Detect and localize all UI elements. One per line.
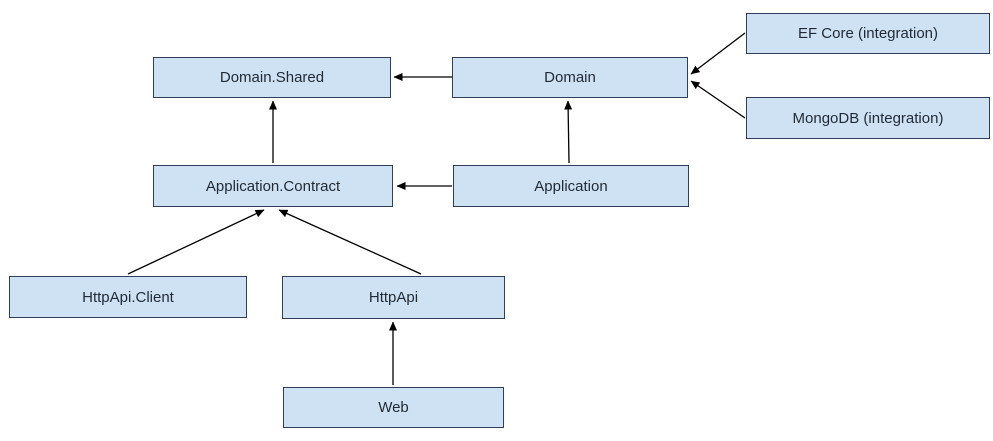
node-mongodb: MongoDB (integration)	[746, 97, 990, 139]
node-domain-shared: Domain.Shared	[153, 57, 391, 98]
node-mongodb-label: MongoDB (integration)	[792, 109, 944, 127]
node-httpapi: HttpApi	[282, 276, 505, 319]
node-ef-core-label: EF Core (integration)	[797, 25, 939, 42]
node-application-label: Application	[534, 177, 608, 195]
node-httpapi-client-label: HttpApi.Client	[82, 288, 174, 306]
edge-httpapi-to-application-contract	[278, 209, 422, 275]
node-httpapi-label: HttpApi	[368, 289, 419, 306]
node-domain: Domain	[452, 57, 688, 98]
node-httpapi-client: HttpApi.Client	[9, 276, 247, 318]
node-web: Web	[283, 387, 504, 428]
node-domain-shared-label: Domain.Shared	[219, 69, 325, 86]
node-ef-core: EF Core (integration)	[746, 13, 990, 54]
edge-ef-core-to-domain	[690, 32, 746, 75]
edge-application-to-domain	[564, 100, 573, 164]
edge-httpapi-client-to-application-contract	[127, 209, 265, 275]
node-domain-label: Domain	[544, 69, 596, 86]
edge-mongodb-to-domain	[690, 80, 746, 119]
node-application-contract-label: Application.Contract	[205, 177, 341, 195]
node-application-contract: Application.Contract	[153, 165, 393, 207]
node-web-label: Web	[378, 399, 409, 416]
node-application: Application	[453, 165, 689, 207]
